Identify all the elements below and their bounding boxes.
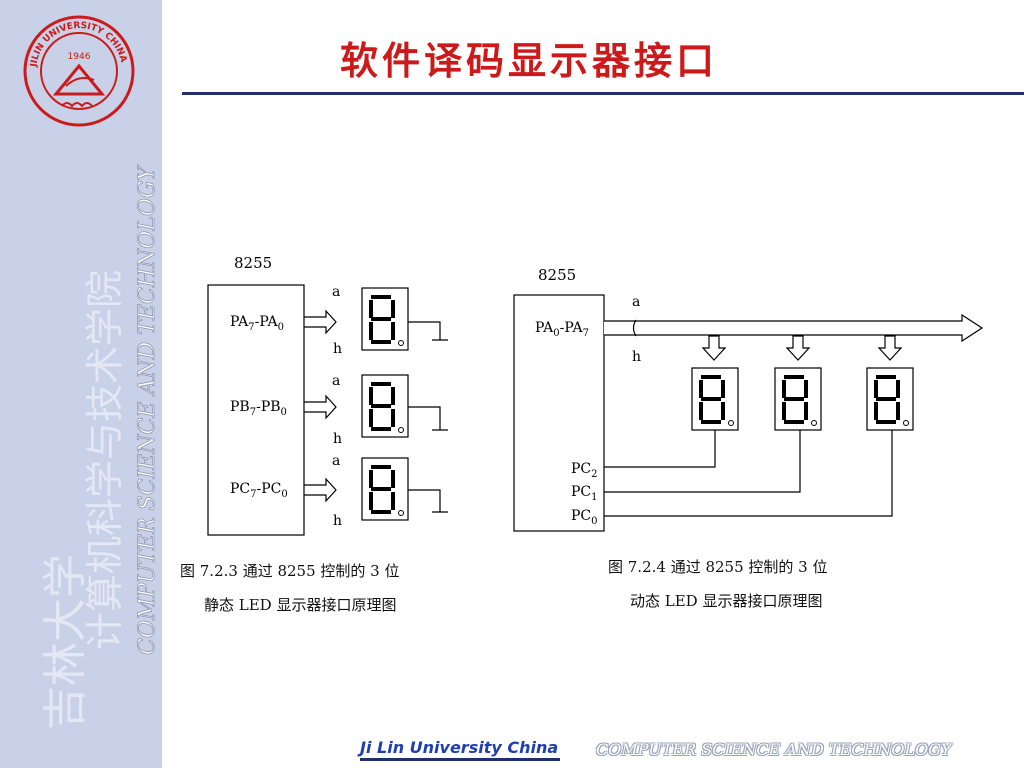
fig2-h: h (632, 349, 641, 365)
fig1-digit-1 (361, 287, 409, 351)
sidebar-watermark: 吉林大学 计算机科学与技术学院 COMPUTER SCIENCE AND TEC… (40, 164, 160, 730)
fig2-tap-1 (702, 335, 726, 361)
fig2-pc1: PC1 (571, 484, 598, 503)
fig1-digit-3 (361, 457, 409, 521)
fig1-h3: h (333, 513, 342, 529)
footer-college: COMPUTER SCIENCE AND TECHNOLOGY (596, 740, 952, 759)
title-divider (182, 92, 1024, 95)
fig2-port-pa: PA0-PA7 (535, 320, 589, 339)
fig2-wire-pc0 (604, 430, 893, 517)
sidebar: JILIN UNIVERSITY CHINA 1946 吉林大学 计算机科学与技… (0, 0, 162, 768)
slide-title: 软件译码显示器接口 (340, 38, 719, 83)
fig2-tap-3 (878, 335, 902, 361)
fig2-digit-2 (774, 367, 822, 431)
schematic-figures: 8255 PA7-PA0 PB7-PB0 PC7-PC0 a h a h a h… (207, 254, 984, 536)
fig2-wire-pc1 (604, 430, 801, 493)
vertical-cn-university: 吉林大学 (40, 554, 91, 730)
fig1-chip-body (207, 284, 305, 536)
university-logo-icon: JILIN UNIVERSITY CHINA 1946 (23, 15, 135, 127)
fig2-caption-line1: 图 7.2.4 通过 8255 控制的 3 位 (608, 558, 828, 576)
footer-university: Ji Lin University China (360, 738, 559, 757)
fig1-digit-2 (361, 374, 409, 438)
fig2-pc0: PC0 (571, 508, 598, 527)
fig1-ground-2 (408, 406, 448, 431)
fig1-chip-label: 8255 (234, 254, 272, 272)
fig1-bus-a (303, 310, 337, 334)
fig2-digit-1 (691, 367, 739, 431)
fig2-chip-body (513, 294, 605, 532)
fig2-caption-line2: 动态 LED 显示器接口原理图 (630, 592, 823, 610)
fig2-wire-pc2 (604, 430, 716, 468)
fig1-bus-c (303, 478, 337, 502)
footer-underline (360, 758, 560, 761)
fig1-h1: h (333, 341, 342, 357)
fig1-port-pb: PB7-PB0 (230, 399, 287, 418)
fig1-ground-1 (408, 321, 448, 341)
fig2-data-bus (604, 313, 984, 343)
vertical-cn-college: 计算机科学与技术学院 (83, 270, 127, 650)
fig1-caption-line2: 静态 LED 显示器接口原理图 (204, 596, 397, 614)
fig2-digit-3 (866, 367, 914, 431)
fig1-a3: a (332, 453, 340, 469)
fig1-ground-3 (408, 489, 448, 513)
fig2-a: a (632, 294, 640, 310)
fig1-a1: a (332, 284, 340, 300)
fig2-chip-label: 8255 (538, 266, 576, 284)
vertical-en-college: COMPUTER SCIENCE AND TECHNOLOGY (135, 164, 160, 655)
fig2-pc2: PC2 (571, 461, 598, 480)
fig1-bus-b (303, 395, 337, 419)
fig1-port-pa: PA7-PA0 (230, 314, 284, 333)
fig1-caption-line1: 图 7.2.3 通过 8255 控制的 3 位 (180, 562, 400, 580)
logo-year: 1946 (68, 52, 91, 62)
fig1-a2: a (332, 373, 340, 389)
fig1-port-pc: PC7-PC0 (230, 481, 288, 500)
fig1-h2: h (333, 431, 342, 447)
fig2-tap-2 (786, 335, 810, 361)
